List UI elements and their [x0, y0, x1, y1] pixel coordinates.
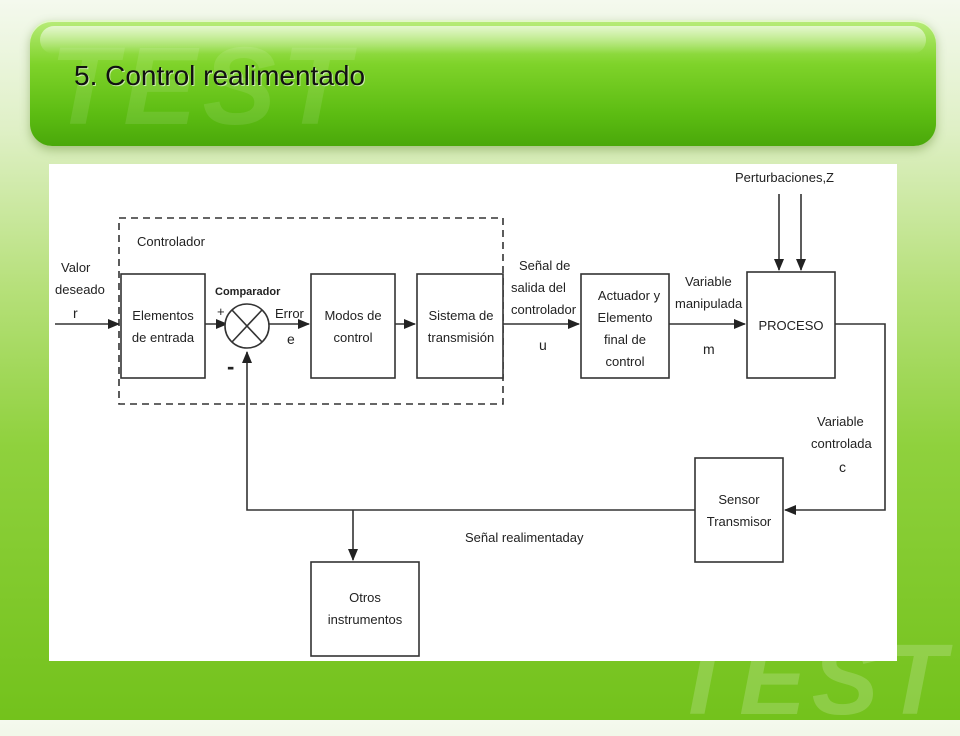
input-label-2: deseado — [55, 282, 105, 297]
block-proceso-text: PROCESO — [758, 318, 823, 333]
block-modos-control-text-2: control — [333, 330, 372, 345]
senal-realimentada-label: Señal realimentaday — [465, 530, 584, 545]
block-actuador-text-4: control — [605, 354, 644, 369]
senal-salida-u: u — [539, 337, 547, 353]
variable-manipulada-2: manipulada — [675, 296, 743, 311]
comparator-cross-2 — [231, 309, 263, 343]
block-modos-control-text-1: Modos de — [324, 308, 381, 323]
variable-manipulada-m: m — [703, 341, 715, 357]
block-sistema-transmision-text-2: transmisión — [428, 330, 494, 345]
block-proceso — [746, 271, 836, 379]
block-actuador-text-1: Actuador y — [598, 288, 661, 303]
arrow-feedback — [242, 351, 695, 511]
block-actuador — [580, 273, 670, 379]
watermark-top: TEST — [50, 25, 356, 148]
block-sensor-transmisor — [694, 457, 784, 563]
controller-group-box — [118, 217, 504, 405]
block-sensor-text-1: Sensor — [718, 492, 760, 507]
block-otros-instrumentos — [310, 561, 420, 657]
block-sistema-transmision — [416, 273, 504, 379]
arrow-proceso-sensor — [784, 323, 886, 515]
variable-controlada-2: controlada — [811, 436, 872, 451]
block-elementos-entrada-text-2: de entrada — [132, 330, 195, 345]
diagram-panel: Controlador Valor deseado r Elementos de… — [49, 164, 897, 661]
senal-salida-3: controlador — [511, 302, 577, 317]
block-diagram: Controlador Valor deseado r Elementos de… — [55, 170, 886, 657]
comparator-minus: - — [227, 354, 234, 379]
block-sensor-text-2: Transmisor — [707, 514, 772, 529]
block-elementos-entrada — [120, 273, 206, 379]
senal-salida-1: Señal de — [519, 258, 570, 273]
block-otros-text-1: Otros — [349, 590, 381, 605]
slide-title: 5. Control realimentado — [74, 60, 366, 91]
error-symbol-e: e — [287, 331, 295, 347]
block-sistema-transmision-text-1: Sistema de — [428, 308, 493, 323]
variable-controlada-c: c — [839, 459, 846, 475]
senal-salida-2: salida del — [511, 280, 566, 295]
input-label-r: r — [73, 305, 78, 321]
block-elementos-entrada-text-1: Elementos — [132, 308, 194, 323]
controller-group-label: Controlador — [137, 234, 206, 249]
input-label-1: Valor — [61, 260, 91, 275]
block-modos-control — [310, 273, 396, 379]
error-label: Error — [275, 306, 305, 321]
block-actuador-text-2: Elemento — [598, 310, 653, 325]
header-bar — [30, 20, 936, 146]
comparator-plus: + — [217, 304, 225, 319]
block-otros-text-2: instrumentos — [328, 612, 403, 627]
block-actuador-text-3: final de — [604, 332, 646, 347]
perturbaciones-label: Perturbaciones,Z — [735, 170, 834, 185]
variable-manipulada-1: Variable — [685, 274, 732, 289]
variable-controlada-1: Variable — [817, 414, 864, 429]
comparator-label: Comparador — [215, 286, 281, 298]
